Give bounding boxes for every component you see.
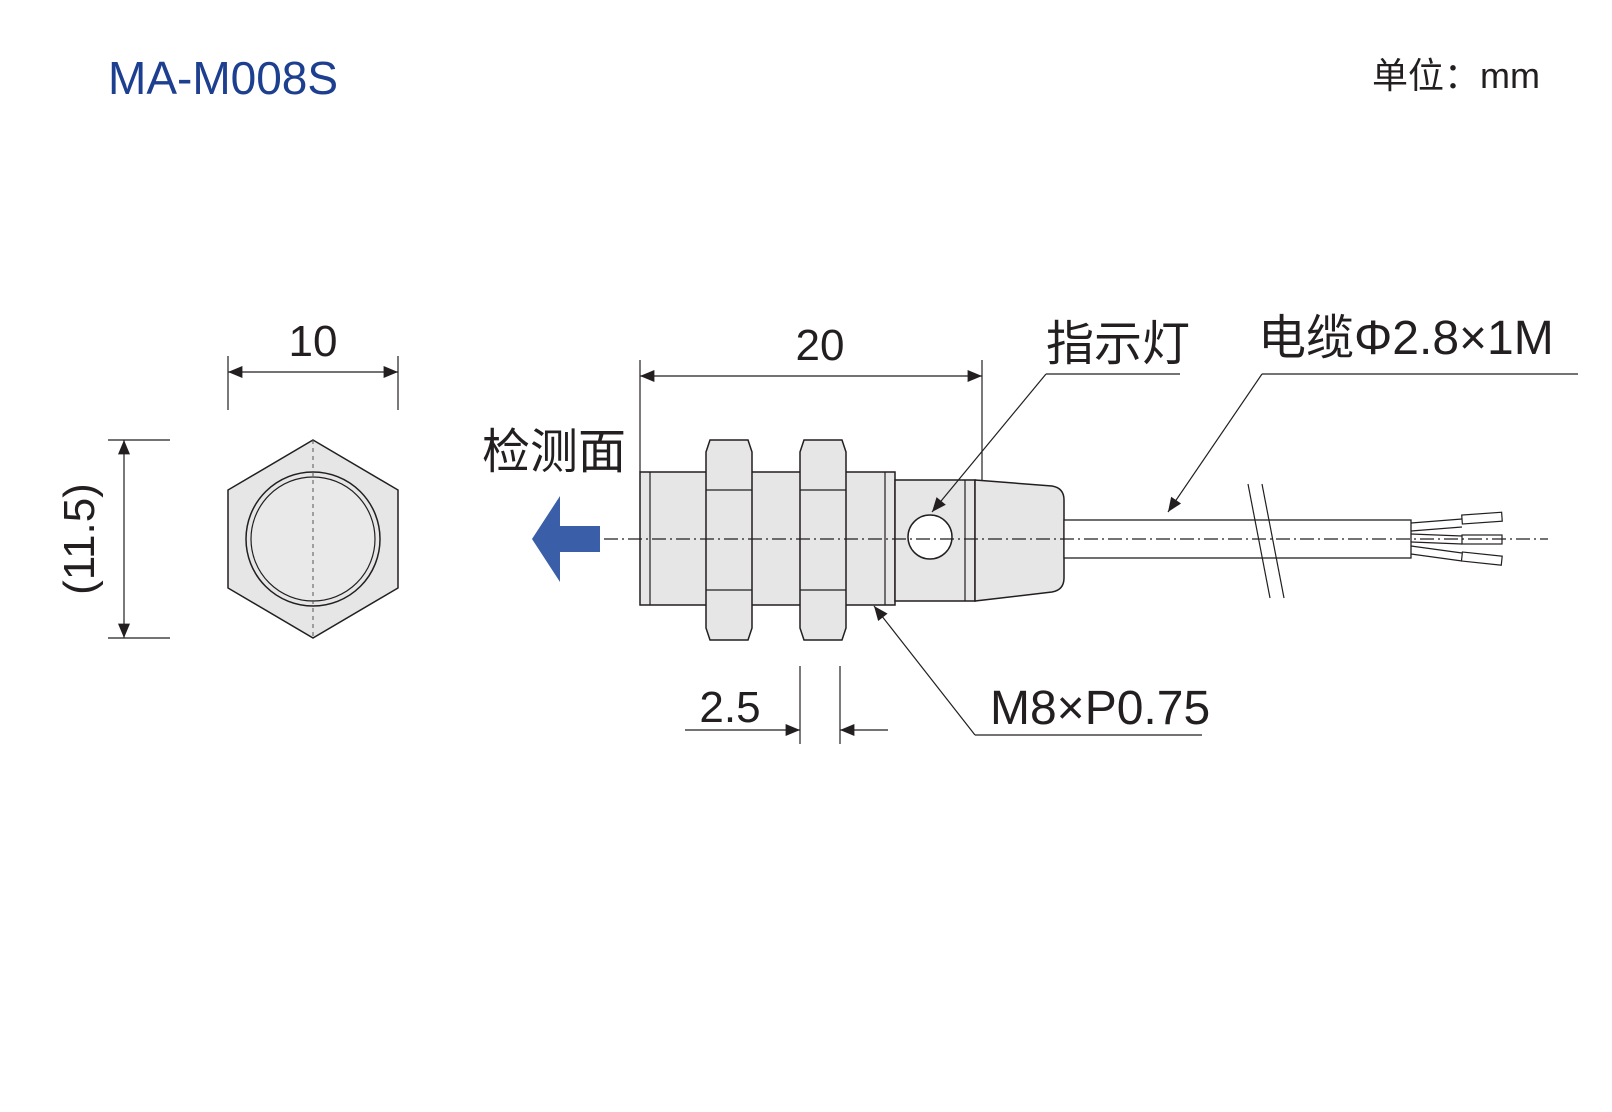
dim-nut-thickness: 2.5: [685, 666, 888, 744]
cable-callout: 电缆Φ2.8×1M: [1167, 312, 1578, 513]
indicator-light: [907, 514, 953, 560]
dim-length: 20: [639, 321, 983, 480]
indicator-label: 指示灯: [1046, 318, 1190, 371]
nut-rear: [799, 439, 847, 641]
model-title: MA-M008S: [108, 52, 338, 104]
detection-face-label: 检测面: [482, 426, 626, 479]
dim-length-label: 20: [796, 321, 845, 370]
dim-width-label: 10: [289, 317, 338, 366]
thread-label: M8×P0.75: [990, 682, 1210, 735]
dim-nut-thickness-label: 2.5: [699, 683, 760, 732]
unit-label: 单位：mm: [1372, 55, 1540, 96]
cable-boot: [974, 479, 1065, 602]
cable-break-mark: [1247, 483, 1271, 599]
indicator-callout: 指示灯: [931, 318, 1190, 513]
front-view: [227, 439, 399, 639]
dim-height: (11.5): [55, 439, 170, 639]
cable-label: 电缆Φ2.8×1M: [1258, 312, 1554, 365]
nut-front: [705, 439, 753, 641]
dim-height-label: (11.5): [55, 483, 104, 595]
detection-direction-arrow: [532, 496, 600, 582]
side-view: [532, 439, 1548, 641]
dim-width: 10: [227, 317, 399, 410]
thread-callout: M8×P0.75: [873, 605, 1210, 736]
